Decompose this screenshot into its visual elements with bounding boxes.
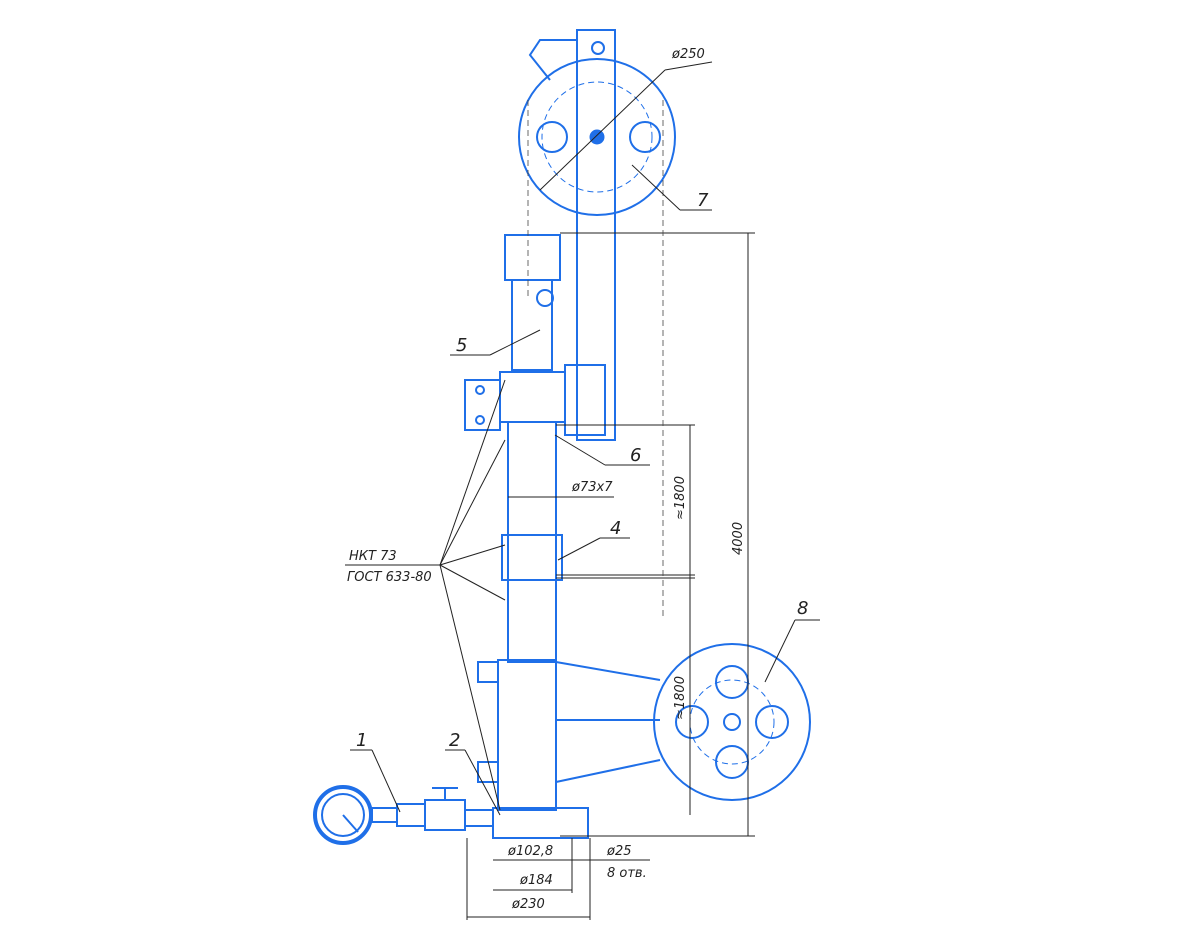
valve-assembly <box>464 234 606 436</box>
dim-diameter-102-8: ø102,8 <box>507 844 553 859</box>
dimension-lines <box>345 100 820 920</box>
dim-diameter-250: ø250 <box>671 47 705 62</box>
callout-2: 2 <box>449 730 460 751</box>
dim-pipe-73x7: ø73x7 <box>571 480 613 495</box>
pressure-gauge <box>313 785 494 845</box>
callout-7: 7 <box>697 190 709 211</box>
callout-5: 5 <box>456 335 467 356</box>
callout-6: 6 <box>630 445 641 466</box>
pipe-label-line2: ГОСТ 633-80 <box>347 570 432 585</box>
dim-length-1800-lower: ≈1800 <box>673 676 688 720</box>
dim-diameter-230: ø230 <box>511 897 545 912</box>
dim-diameter-184: ø184 <box>519 873 553 888</box>
dim-diameter-25: ø25 <box>606 844 632 859</box>
dim-length-4000: 4000 <box>731 522 746 555</box>
dim-length-1800-upper: ≈1800 <box>673 476 688 520</box>
pipe-column <box>477 421 661 839</box>
callout-1: 1 <box>356 730 367 751</box>
callout-8: 8 <box>797 598 808 619</box>
dim-holes-count: 8 отв. <box>607 866 647 881</box>
pipe-label-line1: НКТ 73 <box>349 549 397 564</box>
bottom-flywheel <box>653 643 811 801</box>
top-flywheel <box>518 29 713 441</box>
callout-4: 4 <box>610 518 621 539</box>
